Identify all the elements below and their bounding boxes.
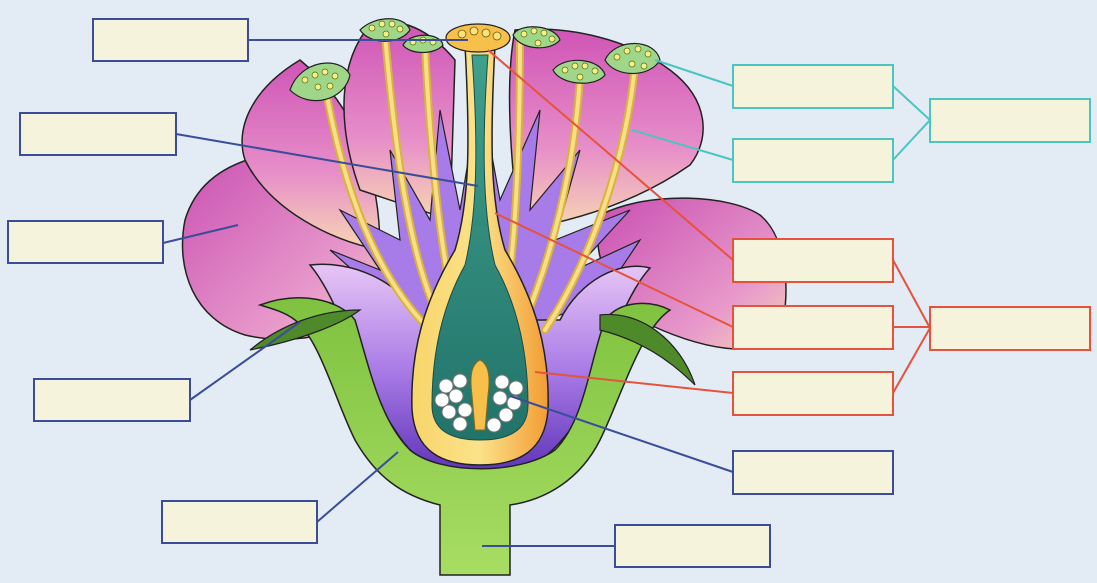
stigma-dot	[458, 30, 466, 38]
label-box-stigma-red[interactable]	[732, 238, 894, 283]
label-box-stalk[interactable]	[614, 524, 771, 568]
label-box-carpel[interactable]	[929, 306, 1091, 351]
stigma-dot	[482, 29, 490, 37]
label-box-ovary[interactable]	[732, 371, 894, 416]
label-box-style-red[interactable]	[732, 305, 894, 350]
label-box-stamen[interactable]	[929, 98, 1091, 143]
stigma-dot	[470, 27, 478, 35]
label-box-petal[interactable]	[7, 220, 164, 264]
label-box-filament[interactable]	[732, 138, 894, 183]
label-box-anther[interactable]	[732, 64, 894, 109]
label-box-style[interactable]	[19, 112, 177, 156]
label-box-ovule[interactable]	[732, 450, 894, 495]
stigma-dot	[493, 32, 501, 40]
label-box-stigma[interactable]	[92, 18, 249, 62]
label-box-receptacle[interactable]	[161, 500, 318, 544]
label-box-sepal[interactable]	[33, 378, 191, 422]
placenta	[471, 360, 489, 430]
